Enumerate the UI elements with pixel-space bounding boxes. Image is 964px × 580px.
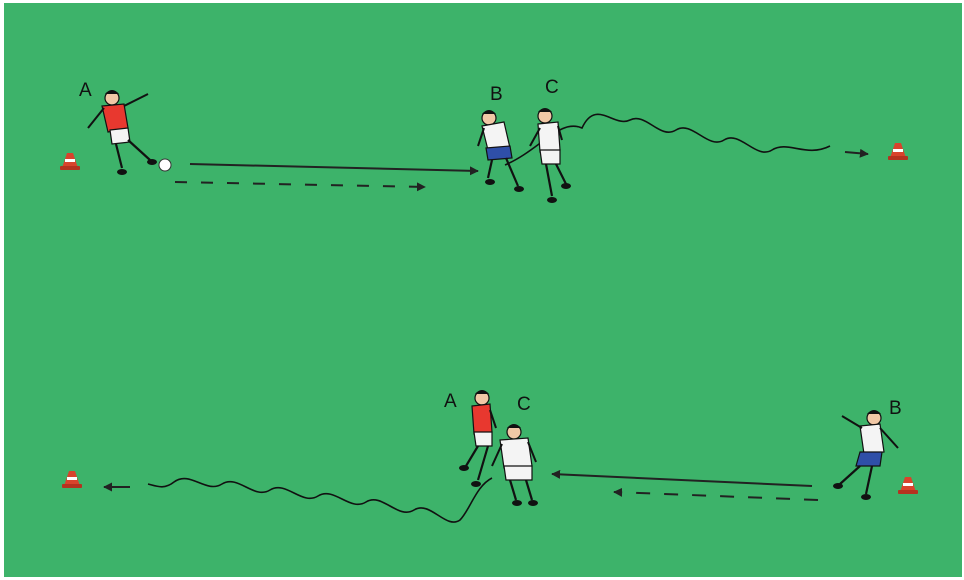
- label-c-top: C: [545, 77, 559, 98]
- label-a-bottom: A: [444, 391, 457, 412]
- label-b-bottom: B: [889, 398, 902, 419]
- ball: [159, 159, 171, 171]
- label-b-top: B: [490, 84, 503, 105]
- pitch-background: [4, 3, 962, 577]
- label-a-top: A: [79, 80, 92, 101]
- label-c-bottom: C: [517, 394, 531, 415]
